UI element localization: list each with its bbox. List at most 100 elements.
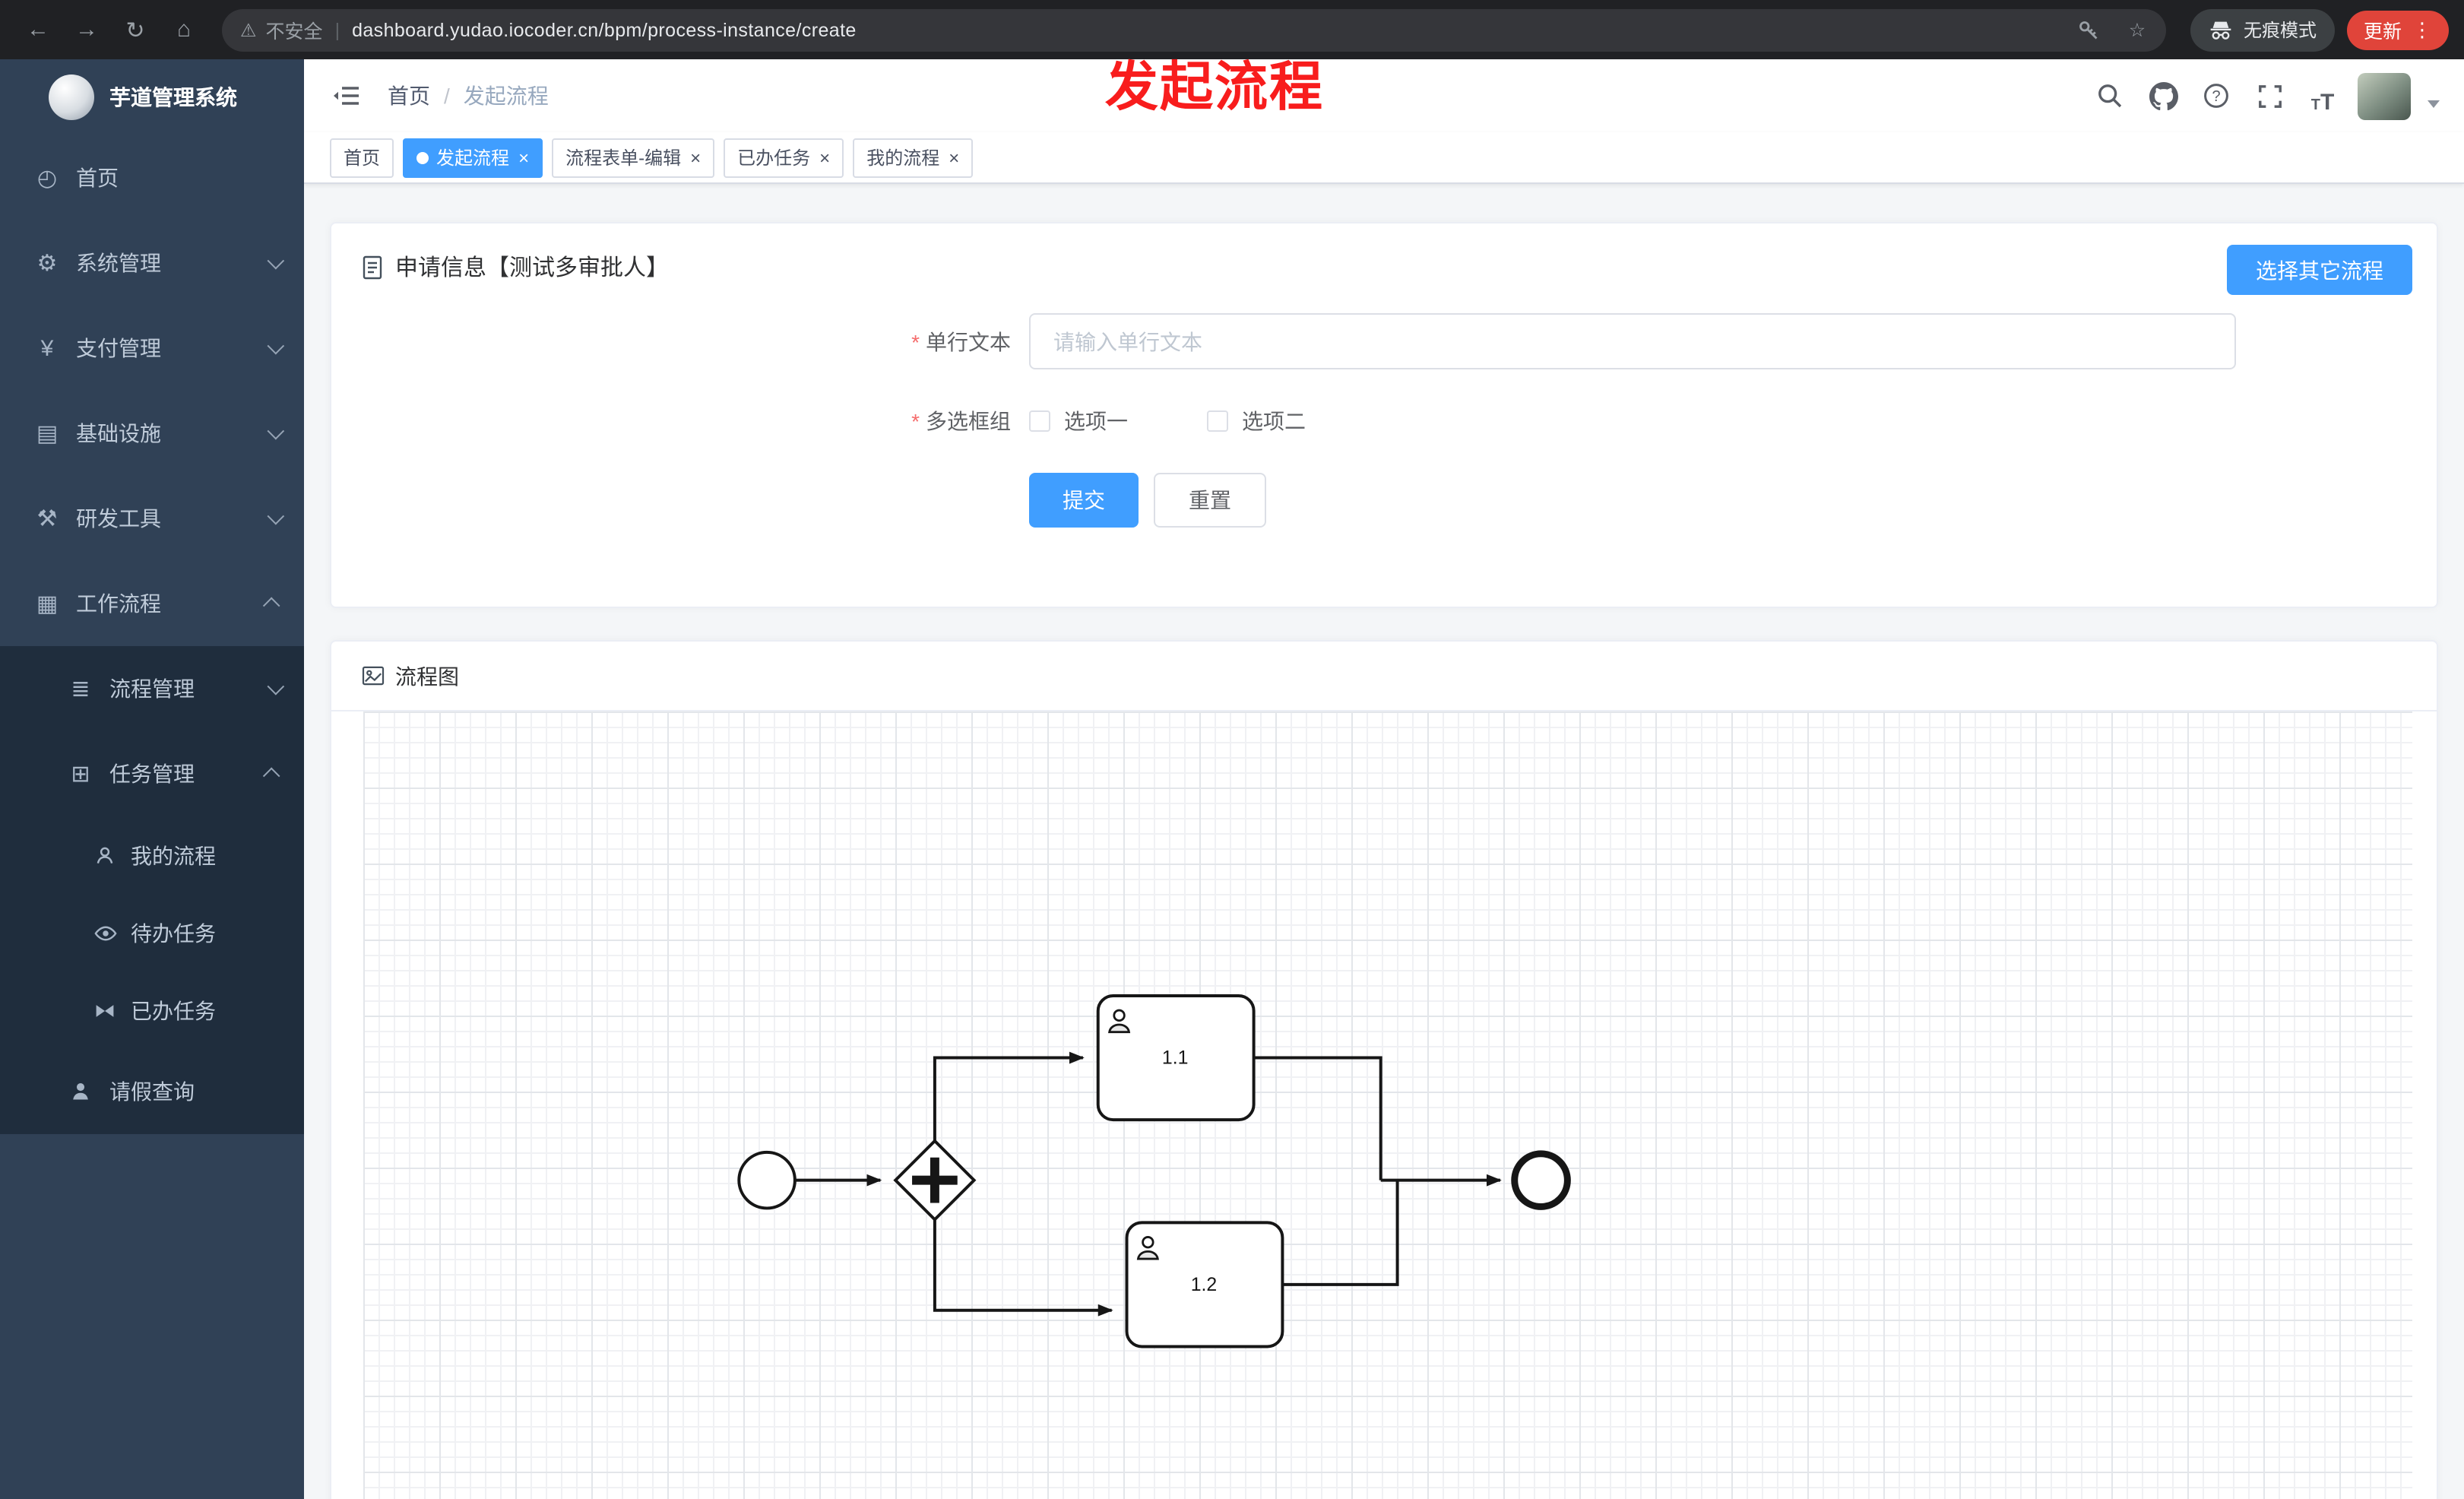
help-icon[interactable]: ? — [2198, 78, 2234, 114]
checkbox-icon[interactable] — [1207, 410, 1228, 432]
sidebar-item-payment[interactable]: ¥ 支付管理 — [0, 306, 304, 391]
checkbox-group-row: *多选框组 选项一 选项二 — [331, 406, 2437, 436]
browser-home-button[interactable]: ⌂ — [176, 17, 192, 43]
reset-button[interactable]: 重置 — [1154, 473, 1266, 528]
sidebar-collapse-icon[interactable] — [328, 78, 365, 114]
search-icon[interactable] — [2092, 78, 2128, 114]
sidebar-item-leave-query[interactable]: 请假查询 — [0, 1049, 304, 1134]
required-mark: * — [911, 329, 920, 353]
select-other-process-button[interactable]: 选择其它流程 — [2227, 245, 2412, 295]
apply-info-card: 申请信息【测试多审批人】 选择其它流程 *单行文本 *多选框组 选项一 — [330, 222, 2438, 608]
chevron-up-icon — [262, 597, 280, 615]
flow-task2-to-join[interactable] — [1282, 1180, 1399, 1286]
app-title: 芋道管理系统 — [109, 85, 237, 109]
bpmn-canvas[interactable]: 1.1 1.2 — [363, 711, 2412, 1499]
tab-form-edit[interactable]: 流程表单-编辑 × — [552, 138, 715, 177]
sidebar-item-workflow[interactable]: ▦ 工作流程 — [0, 561, 304, 646]
start-event[interactable] — [737, 1150, 797, 1210]
sidebar-logo[interactable]: 芋道管理系统 — [0, 59, 304, 135]
sidebar-item-label: 首页 — [76, 166, 119, 190]
browser-forward-button[interactable]: → — [75, 17, 98, 43]
tab-done-tasks[interactable]: 已办任务 × — [724, 138, 844, 177]
flow-task1-to-join[interactable] — [1253, 1056, 1382, 1181]
sidebar-item-system[interactable]: ⚙ 系统管理 — [0, 220, 304, 306]
chevron-down-icon — [267, 677, 285, 696]
bookmark-star-icon[interactable]: ☆ — [2128, 20, 2146, 41]
sidebar-item-label: 研发工具 — [76, 506, 161, 531]
address-bar[interactable]: ⚠ 不安全 | dashboard.yudao.iocoder.cn/bpm/p… — [222, 8, 2166, 51]
github-icon[interactable] — [2145, 78, 2181, 114]
svg-text:?: ? — [2212, 88, 2220, 105]
url-separator: | — [334, 19, 340, 40]
close-icon[interactable]: × — [949, 147, 960, 168]
sidebar-item-task-mgmt[interactable]: ⊞ 任务管理 — [0, 731, 304, 816]
close-icon[interactable]: × — [690, 147, 702, 168]
flow-diagram-card: 流程图 — [330, 640, 2438, 1499]
sidebar-item-infra[interactable]: ▤ 基础设施 — [0, 391, 304, 476]
browser-update-button[interactable]: 更新 ⋮ — [2346, 10, 2449, 49]
tab-label: 我的流程 — [866, 147, 940, 169]
active-dot-icon — [416, 151, 429, 163]
tab-home[interactable]: 首页 — [330, 138, 394, 177]
sidebar-item-my-process[interactable]: 我的流程 — [0, 816, 304, 894]
checkbox-group-label: *多选框组 — [331, 406, 1029, 436]
user-task-icon — [1108, 1009, 1131, 1034]
single-line-text-input[interactable] — [1029, 313, 2236, 369]
chevron-down-icon — [267, 252, 285, 270]
sidebar-item-label: 请假查询 — [109, 1079, 195, 1104]
infrastructure-icon: ▤ — [36, 421, 59, 447]
gear-icon: ⚙ — [36, 251, 58, 277]
sidebar-item-home[interactable]: ◴ 首页 — [0, 135, 304, 220]
password-key-icon[interactable] — [2069, 10, 2108, 49]
task-label: 1.2 — [1191, 1274, 1218, 1295]
document-icon — [362, 255, 383, 279]
close-icon[interactable]: × — [518, 147, 530, 168]
avatar-caret-down-icon[interactable] — [2428, 100, 2440, 107]
close-icon[interactable]: × — [819, 147, 831, 168]
browser-back-button[interactable]: ← — [27, 17, 49, 43]
checkbox-label: 选项二 — [1242, 409, 1306, 433]
user-task-1[interactable]: 1.1 — [1096, 994, 1256, 1122]
top-navbar: 首页 / 发起流程 ? — [304, 59, 2464, 132]
person-chat-icon — [90, 845, 120, 866]
flow-gateway-to-task1[interactable] — [933, 1051, 1085, 1141]
browser-reload-button[interactable]: ↻ — [125, 17, 145, 43]
fullscreen-icon[interactable] — [2251, 78, 2288, 114]
sidebar-item-devtools[interactable]: ⚒ 研发工具 — [0, 476, 304, 561]
apply-info-title: 申请信息【测试多审批人】 — [395, 255, 670, 281]
text-field-row: *单行文本 — [331, 313, 2437, 369]
browser-menu-icon[interactable]: ⋮ — [2412, 17, 2432, 40]
end-event[interactable] — [1511, 1150, 1571, 1210]
tab-start-process[interactable]: 发起流程 × — [403, 138, 543, 177]
incognito-label: 无痕模式 — [2243, 20, 2317, 41]
incognito-icon — [2210, 21, 2231, 39]
field-label-text: 多选框组 — [926, 409, 1011, 433]
checkbox-option-1[interactable]: 选项一 — [1029, 406, 1128, 436]
user-avatar[interactable] — [2358, 72, 2411, 119]
parallel-gateway[interactable] — [893, 1139, 977, 1222]
sidebar-item-label: 支付管理 — [76, 336, 161, 360]
tags-view-bar: 首页 发起流程 × 流程表单-编辑 × 已办任务 × 我的流程 × — [304, 132, 2464, 184]
workflow-icon: ▦ — [36, 591, 59, 617]
user-task-2[interactable]: 1.2 — [1125, 1221, 1284, 1348]
sidebar-item-todo-tasks[interactable]: 待办任务 — [0, 894, 304, 971]
diagram-icon — [362, 666, 385, 686]
browser-chrome: ← → ↻ ⌂ ⚠ 不安全 | dashboard.yudao.iocoder.… — [0, 0, 2464, 59]
flow-gateway-to-task2[interactable] — [933, 1219, 1113, 1317]
task-icon: ⊞ — [71, 762, 90, 788]
yen-icon: ¥ — [40, 335, 54, 361]
person-icon — [64, 1081, 97, 1102]
security-label: 不安全 — [265, 21, 323, 43]
sidebar-item-done-tasks[interactable]: 已办任务 — [0, 971, 304, 1049]
page-content: 申请信息【测试多审批人】 选择其它流程 *单行文本 *多选框组 选项一 — [304, 184, 2464, 1499]
checkbox-icon[interactable] — [1029, 410, 1050, 432]
checkbox-option-2[interactable]: 选项二 — [1207, 406, 1306, 436]
submit-button[interactable]: 提交 — [1029, 473, 1139, 528]
sidebar-item-process-mgmt[interactable]: ≣ 流程管理 — [0, 646, 304, 731]
text-field-label: *单行文本 — [331, 326, 1029, 357]
tab-my-process[interactable]: 我的流程 × — [853, 138, 974, 177]
breadcrumb-home[interactable]: 首页 — [388, 84, 430, 108]
form-buttons: 提交 重置 — [1029, 473, 2437, 528]
